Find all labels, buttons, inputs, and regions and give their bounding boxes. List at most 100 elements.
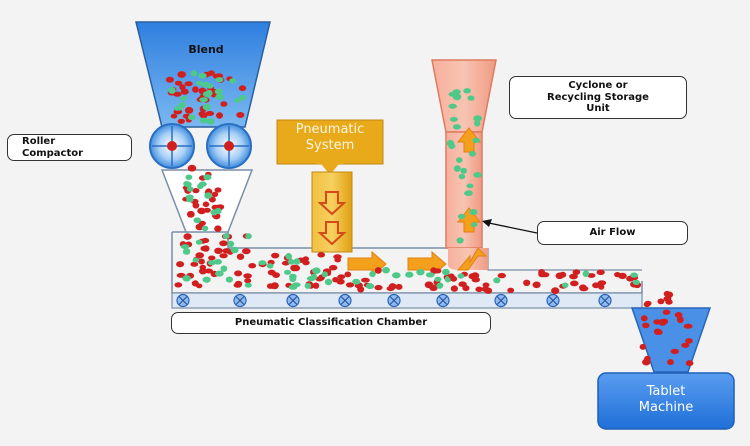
granule-particle [329, 264, 338, 271]
roller-compactor [149, 123, 252, 169]
granule-particle [681, 342, 690, 348]
granule-particle [642, 322, 650, 329]
granule-particle [199, 268, 207, 275]
fine-particle [365, 283, 375, 290]
granule-particle [238, 85, 247, 92]
fine-particle [206, 83, 214, 89]
granule-particle [662, 309, 671, 315]
granule-particle [484, 287, 493, 294]
granule-particle [532, 281, 541, 289]
granule-particle [614, 272, 621, 278]
granule-particle [551, 287, 560, 295]
granule-particle [507, 287, 515, 293]
fine-particle [289, 273, 297, 279]
fine-particle [187, 114, 196, 121]
fine-particle [312, 267, 321, 275]
granule-particle [683, 323, 693, 329]
fine-particle [464, 190, 473, 196]
granule-particle [596, 269, 605, 276]
granule-particle [497, 272, 506, 279]
fine-particle [220, 265, 228, 272]
granule-particle [655, 329, 663, 335]
granule-particle [302, 256, 309, 262]
fine-particle [195, 239, 203, 245]
fine-particle [463, 88, 471, 94]
fine-particle [466, 183, 474, 189]
air-flow-label: Air Flow [537, 221, 688, 245]
cyclone-label: Cyclone or Recycling Storage Unit [509, 76, 687, 119]
granule-particle [177, 118, 185, 124]
granule-particle [222, 248, 231, 254]
granule-particle [345, 282, 355, 288]
granule-particle [676, 316, 684, 324]
granule-particle [243, 273, 252, 279]
conveyor-wheel-icon [598, 293, 612, 308]
granule-particle [592, 282, 600, 289]
granule-particle [202, 201, 210, 208]
granule-particle [220, 101, 228, 107]
fine-particle [293, 258, 301, 265]
granule-particle [211, 191, 219, 197]
fine-particle [202, 276, 211, 283]
fine-particle [210, 209, 218, 216]
fine-particle [467, 95, 475, 101]
fine-particle [442, 268, 450, 276]
granule-particle [192, 188, 200, 194]
fine-particle [474, 120, 481, 127]
granule-particle [640, 315, 648, 322]
granule-particle [186, 210, 195, 218]
granule-particle [177, 71, 185, 77]
granule-particle [315, 276, 324, 282]
granule-particle [395, 283, 403, 290]
fine-particle [180, 96, 188, 101]
fine-particle [192, 257, 200, 263]
granule-particle [639, 343, 647, 350]
pneumatic-system [276, 119, 384, 253]
granule-particle [183, 233, 192, 240]
fine-particle [203, 174, 212, 181]
fine-particle [416, 269, 425, 276]
granule-particle [270, 284, 279, 290]
granule-particle [192, 86, 199, 93]
conveyor-wheel-icon [494, 293, 508, 308]
fine-particle [382, 267, 390, 274]
conveyor-wheel-icon [338, 293, 352, 308]
conveyor-wheel-icon [436, 293, 450, 308]
granule-particle [685, 338, 693, 344]
tablet-machine [597, 372, 735, 430]
granule-particle [271, 252, 280, 259]
pneumatic-system-label: Pneumatic System [295, 122, 365, 153]
granule-particle [674, 312, 683, 318]
granule-particle [214, 225, 222, 232]
granule-particle [176, 261, 185, 268]
granule-particle [236, 112, 245, 118]
fine-particle [473, 115, 483, 122]
granule-particle [667, 359, 674, 366]
fine-particle [244, 282, 252, 288]
granule-particle [200, 245, 208, 252]
fine-particle [470, 222, 478, 228]
fine-particle [291, 282, 301, 288]
granule-particle [208, 255, 216, 261]
granule-particle [196, 283, 203, 289]
fine-particle [405, 271, 414, 278]
fine-particle [457, 213, 466, 219]
fine-particle [284, 269, 291, 275]
granule-particle [559, 271, 567, 278]
fine-particle [630, 272, 638, 278]
arrow-up-icon [456, 127, 482, 153]
fine-particle [199, 117, 209, 124]
granule-particle [174, 282, 183, 288]
granule-particle [236, 253, 245, 260]
fine-particle [304, 282, 312, 289]
fine-particle [469, 209, 478, 216]
granule-particle [642, 358, 651, 366]
fine-particle [436, 282, 444, 288]
fine-particle [472, 137, 480, 143]
fine-particle [215, 93, 224, 100]
fine-particle [227, 240, 235, 248]
granule-particle [219, 253, 228, 259]
air-flow-pointer [483, 221, 538, 234]
fine-particle [582, 270, 590, 278]
granule-particle [205, 111, 215, 116]
